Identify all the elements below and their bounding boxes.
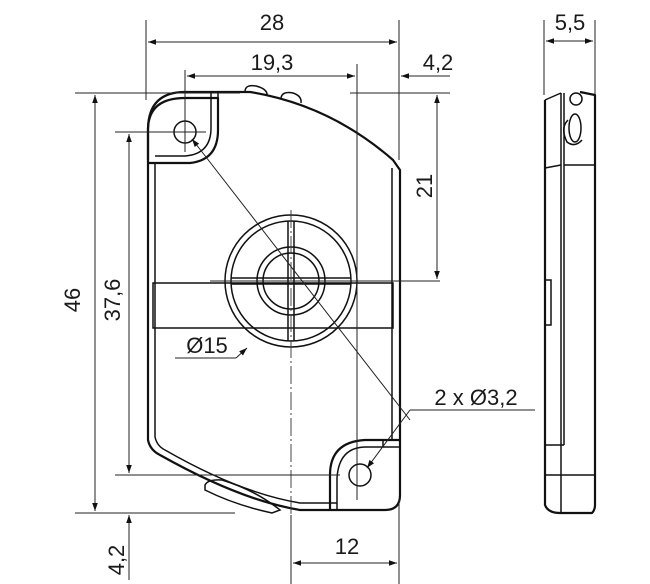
dim-center-from-top: 21 — [412, 174, 437, 198]
dim-side-thickness: 5,5 — [555, 10, 586, 35]
side-view — [543, 90, 597, 515]
mounting-ear-top-left — [146, 96, 220, 165]
dim-right-offset-top: 4,2 — [423, 50, 454, 75]
dim-lens-diameter: Ø15 — [186, 333, 228, 358]
housing-inner-wall — [154, 162, 330, 504]
front-view — [146, 70, 535, 520]
dim-hole-spacing-horizontal: 19,3 — [251, 50, 294, 75]
dim-overall-width: 28 — [260, 10, 284, 35]
dim-bottom-offset: 4,2 — [104, 545, 129, 576]
mounting-ear-bottom-right — [328, 438, 400, 510]
dimension-lines — [75, 20, 596, 584]
lens-band — [152, 282, 394, 329]
dim-bottom-right-width: 12 — [335, 534, 359, 559]
dim-hole-spacing-vertical: 37,6 — [100, 279, 125, 322]
dim-mounting-holes: 2 x Ø3,2 — [434, 385, 517, 410]
bottom-clip — [204, 479, 282, 514]
dim-overall-height: 46 — [60, 288, 85, 312]
mounting-hole-bottom-right — [348, 463, 372, 487]
